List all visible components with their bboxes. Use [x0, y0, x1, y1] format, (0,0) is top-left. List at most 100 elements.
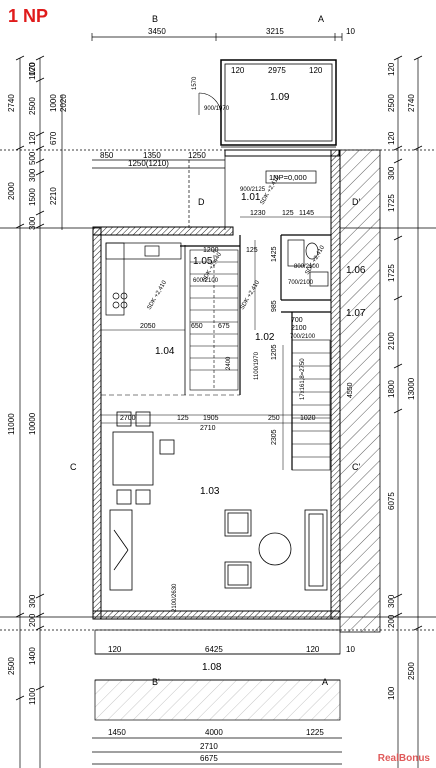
dim-entry-c: 1250 — [188, 151, 206, 160]
dim-left-inner: 300 — [28, 168, 37, 182]
dim-interior: 1145 — [299, 210, 314, 217]
dim-interior: 2700 — [120, 415, 136, 422]
dim-left-inner: 1400 — [28, 647, 37, 665]
dim-bottom-3: 1225 — [306, 728, 324, 737]
section-mark-c2: C' — [352, 462, 360, 472]
interior-dims — [101, 216, 331, 470]
watermark-text: RealBonus — [377, 753, 430, 764]
dim-interior: 2710 — [200, 425, 216, 432]
section-mark-b2: B' — [152, 677, 160, 687]
dim-interior: 1020 — [300, 415, 316, 422]
door-label: 700/2100 — [288, 280, 314, 286]
misc-labels: 1570 17x161,8=2750 2400 1100/1970 2100/2… — [172, 76, 306, 612]
dim-left-inner: 500 — [28, 151, 37, 165]
interior-walls — [101, 234, 331, 470]
dim-annex-3: 120 — [309, 66, 323, 75]
dim-left-outer: 2740 — [7, 94, 16, 112]
dim-right-inner: 120 — [387, 62, 396, 76]
dim-left-outer: 11000 — [7, 413, 16, 435]
section-mark-c: C — [70, 462, 77, 472]
room-label: 1.02 — [255, 332, 275, 343]
room-label: 1.01 — [241, 192, 261, 203]
section-mark-a2: A — [322, 677, 328, 687]
dim-left-inner: 10000 — [28, 412, 37, 435]
dim-entry-a: 850 — [100, 151, 114, 160]
dim-terrace-2: 6425 — [205, 645, 223, 654]
dim-left-mid: 1000 — [49, 94, 58, 112]
dim-left-inner: 1070 — [28, 62, 37, 80]
door-labels: 900/1970 900/2125 600/2100 700/2100 700/… — [193, 106, 320, 340]
door-label: 800/2100 — [294, 264, 320, 270]
door-label: 600/2100 — [193, 278, 219, 284]
dim-entry-b: 1350 — [143, 151, 161, 160]
section-marks: B A C C' D D' B' A — [70, 14, 360, 687]
dim-right-outer: 2500 — [407, 662, 416, 680]
dim-interior: 4550 — [347, 382, 354, 398]
staircase — [189, 249, 239, 391]
dim-interior: 1425 — [271, 246, 278, 262]
dim-interior: 650 — [191, 323, 203, 330]
dim-texts: 3450 3215 10 120 2975 120 850 1350 1250 … — [100, 27, 355, 763]
dim-right-inner: 2100 — [387, 332, 396, 350]
section-mark-b: B — [152, 14, 158, 24]
dim-interior: 985 — [271, 300, 278, 312]
stair-label: SDK +2,410 — [305, 244, 327, 276]
dim-interior: 250 — [268, 415, 280, 422]
dim-terrace-3: 120 — [306, 645, 320, 654]
dim-bottom-total-b: 6675 — [200, 754, 218, 763]
interior-dim-texts: 2700 125 1905 250 1020 2710 2050 650 675… — [120, 210, 354, 445]
dim-left-inner: 2500 — [28, 97, 37, 115]
dim-bottom-2: 4000 — [205, 728, 223, 737]
dim-bottom-1: 1450 — [108, 728, 126, 737]
dim-left-inner: 300 — [28, 216, 37, 230]
watermark-logo: RealBonus — [378, 753, 430, 764]
stair-label: SDK +2,410 — [147, 279, 169, 311]
level-mark-text: 1NP=0,000 — [269, 173, 307, 182]
room-label: 1.08 — [202, 662, 222, 673]
annex-walls — [220, 59, 337, 148]
dim-interior: 700 — [291, 317, 303, 324]
dim-top-1: 3450 — [148, 27, 166, 36]
door-label: 900/2125 — [240, 187, 266, 193]
dim-right-inner: 200 — [387, 614, 396, 628]
dim-terrace-4: 10 — [346, 645, 355, 654]
dim-top-2: 3215 — [266, 27, 284, 36]
door-swing — [198, 92, 222, 116]
room-label: 1.05 — [193, 256, 213, 267]
dim-top-3: 10 — [346, 27, 355, 36]
dim-right-inner: 2500 — [387, 94, 396, 112]
dim-entry-d: 1250(1210) — [128, 159, 169, 168]
section-mark-d2: D' — [352, 197, 360, 207]
dim-interior: 2050 — [140, 323, 156, 330]
door-label: 900/1970 — [204, 106, 230, 112]
section-mark-d: D — [198, 197, 205, 207]
dim-terrace-1: 120 — [108, 645, 122, 654]
dining-table — [112, 411, 175, 505]
dim-left-inner: 120 — [28, 62, 37, 76]
room-label: 1.04 — [155, 346, 175, 357]
misc-label: 1570 — [192, 76, 198, 90]
dim-interior: 675 — [218, 323, 230, 330]
kitchen-counter — [105, 242, 182, 316]
dim-left-inner: 200 — [28, 613, 37, 627]
level-mark: 1NP=0,000 — [265, 170, 317, 184]
door-label: 700/2100 — [290, 334, 316, 340]
dim-right-inner: 1725 — [387, 264, 396, 282]
dim-interior: 2305 — [271, 429, 278, 445]
dim-interior: 1905 — [203, 415, 219, 422]
dim-left-inner: 1500 — [28, 188, 37, 206]
wc-fixtures — [287, 239, 329, 287]
dim-left-inner: 300 — [28, 594, 37, 608]
dimension-ticks — [15, 55, 423, 701]
dim-left-outer: 2000 — [7, 182, 16, 200]
dim-annex-1: 120 — [231, 66, 245, 75]
dim-right-inner: 100 — [387, 686, 396, 700]
stair-label: SDK +2,410 — [240, 279, 262, 311]
misc-label: 1100/1970 — [254, 351, 260, 380]
room-label: 1.09 — [270, 92, 290, 103]
dim-annex-2: 2975 — [268, 66, 286, 75]
stair-labels: SDK +2,410 SDK +2,440 SDK +2,410 SDK +2,… — [147, 174, 327, 311]
left-dim-texts: 2740 2000 11000 2500 120 1070 2500 120 5… — [7, 62, 68, 705]
neighbour-hatch — [339, 149, 381, 633]
